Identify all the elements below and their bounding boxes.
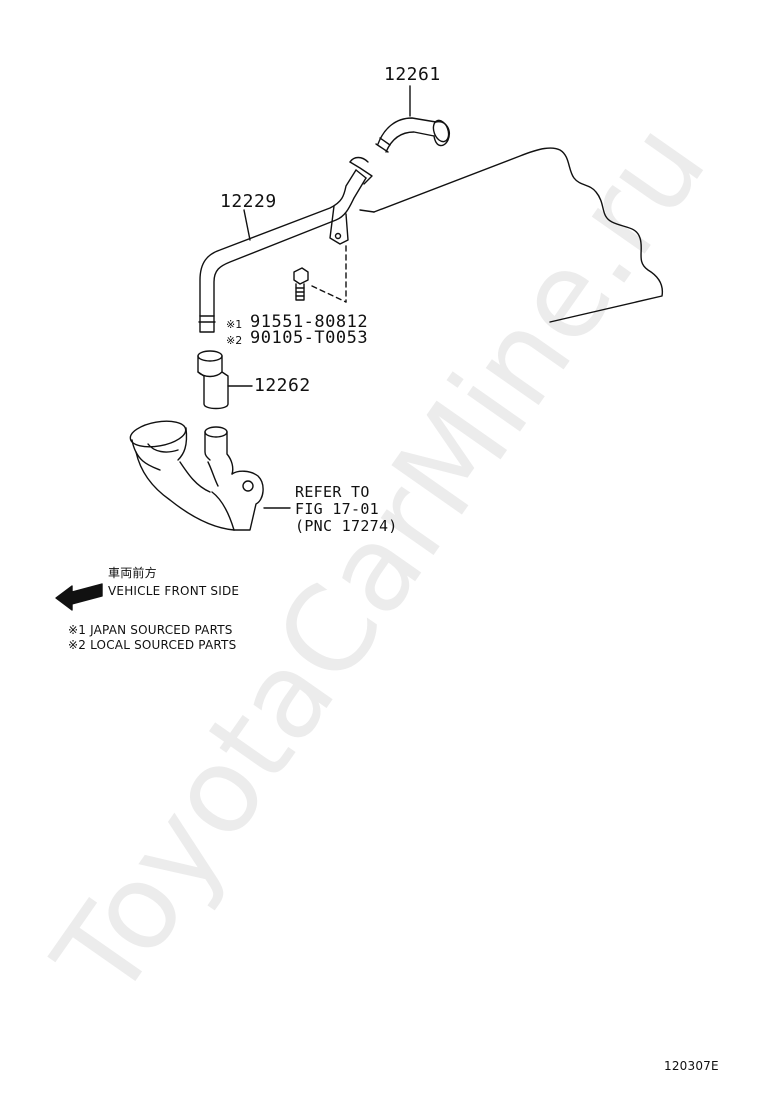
bolt-drawing — [293, 267, 309, 301]
part-number-12261[interactable]: 12261 — [384, 64, 441, 85]
figure-id: 120307E — [664, 1059, 719, 1073]
refer-line-1: REFER TO — [295, 483, 370, 501]
bolt-mark-2: ※2 — [226, 334, 243, 347]
engine-block-outline — [373, 147, 664, 323]
part-number-12229[interactable]: 12229 — [220, 191, 277, 212]
front-arrow-drawing — [55, 583, 103, 611]
bolt-part-number-2[interactable]: 90105-T0053 — [250, 328, 369, 348]
leader-engine — [359, 209, 375, 213]
legend-japan-sourced: ※1 JAPAN SOURCED PARTS — [68, 623, 233, 637]
direction-label-jp: 車両前方 — [108, 566, 157, 580]
refer-line-3: (PNC 17274) — [295, 517, 398, 535]
refer-line-2[interactable]: FIG 17-01 — [295, 500, 379, 518]
hose-12261-drawing — [375, 117, 450, 153]
bolt-mark-1: ※1 — [226, 318, 243, 331]
bolt-part-number-1[interactable]: 91551-80812 — [250, 312, 369, 332]
legend-local-sourced: ※2 LOCAL SOURCED PARTS — [68, 638, 237, 652]
part-number-12262[interactable]: 12262 — [254, 375, 311, 396]
direction-label-en: VEHICLE FRONT SIDE — [108, 584, 240, 598]
bolt-guide-dashes — [311, 245, 347, 303]
hose-12262-drawing — [197, 350, 229, 410]
pipe-12229-drawing — [198, 156, 373, 333]
leader-12229 — [243, 209, 251, 241]
intake-elbow-drawing — [129, 420, 264, 531]
